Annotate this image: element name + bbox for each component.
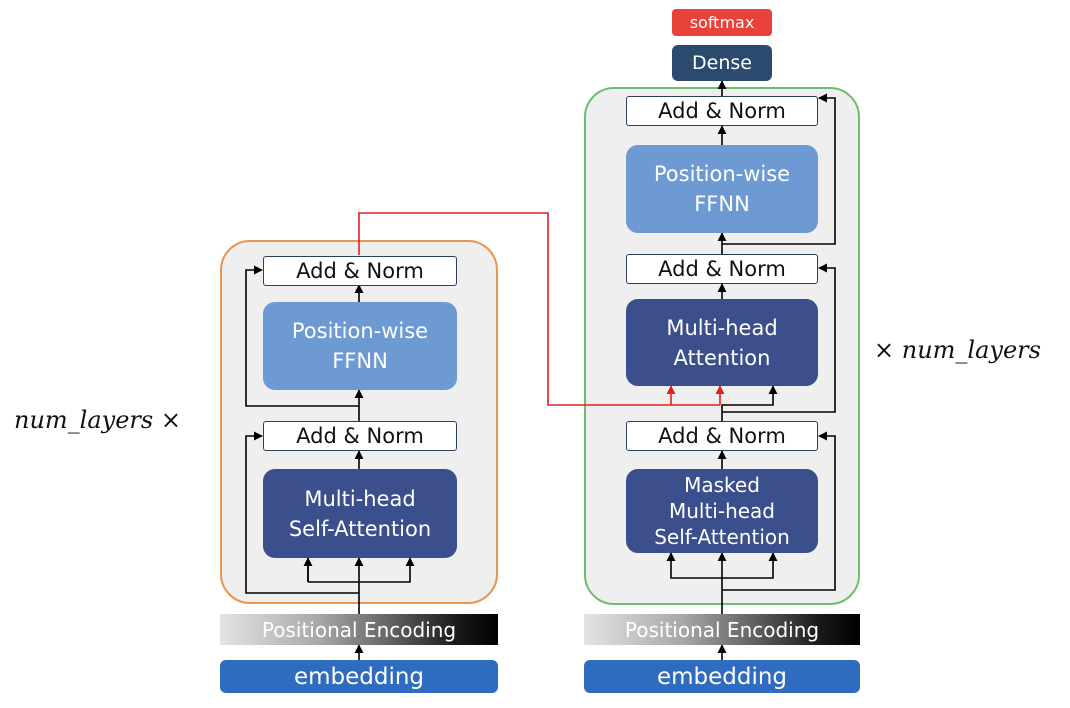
encoder-output-link (358, 212, 720, 406)
encoder-self-attention: Multi-head Self-Attention (263, 469, 457, 558)
encoder-repeat-label: num_layers × (14, 406, 181, 434)
decoder-softmax-label: softmax (689, 13, 755, 32)
decoder-add-norm-top: Add & Norm (626, 96, 818, 126)
dec-query-path (721, 385, 778, 421)
decoder-cross-attention-label: Multi-head Attention (666, 315, 778, 370)
decoder-add-norm-bottom: Add & Norm (626, 421, 818, 451)
decoder-softmax: softmax (672, 9, 772, 36)
decoder-positional-encoding: Positional Encoding (584, 614, 860, 645)
decoder-add-norm-top-label: Add & Norm (658, 99, 786, 123)
encoder-positional-encoding-label: Positional Encoding (261, 617, 457, 642)
dec-qkv-split-left (666, 552, 722, 579)
decoder-dense-label: Dense (692, 52, 752, 74)
encoder-add-norm-top-label: Add & Norm (296, 259, 424, 283)
decoder-embedding-label: embedding (656, 663, 788, 690)
encoder-ffnn-label: Position-wise FFNN (291, 319, 429, 373)
encoder-add-norm-bottom-label: Add & Norm (296, 424, 424, 448)
encoder-add-norm-bottom: Add & Norm (263, 421, 457, 451)
enc-residual-2 (245, 265, 359, 407)
encoder-ffnn: Position-wise FFNN (263, 302, 457, 390)
dec-residual-1 (722, 431, 836, 591)
decoder-repeat-label: × num_layers (874, 336, 1041, 364)
decoder-positional-encoding-label: Positional Encoding (624, 617, 820, 642)
decoder-add-norm-middle: Add & Norm (626, 254, 818, 284)
decoder-ffnn-label: Position-wise FFNN (653, 162, 791, 216)
decoder-add-norm-middle-label: Add & Norm (658, 257, 786, 281)
decoder-add-norm-bottom-label: Add & Norm (658, 424, 786, 448)
decoder-embedding: embedding (584, 660, 860, 693)
encoder-embedding-label: embedding (293, 663, 425, 690)
dec-residual-2 (722, 263, 836, 413)
enc-residual-1 (245, 431, 359, 594)
decoder-cross-attention: Multi-head Attention (626, 299, 818, 386)
dec-residual-3 (722, 93, 836, 245)
decoder-dense: Dense (672, 45, 772, 81)
decoder-masked-self-attention: Masked Multi-head Self-Attention (626, 469, 818, 553)
decoder-masked-self-attention-label: Masked Multi-head Self-Attention (654, 473, 790, 549)
decoder-ffnn: Position-wise FFNN (626, 145, 818, 233)
encoder-add-norm-top: Add & Norm (263, 256, 457, 286)
encoder-positional-encoding: Positional Encoding (220, 614, 498, 645)
encoder-embedding: embedding (220, 660, 498, 693)
encoder-self-attention-label: Multi-head Self-Attention (288, 486, 432, 541)
dec-qkv-split-right (722, 552, 778, 579)
